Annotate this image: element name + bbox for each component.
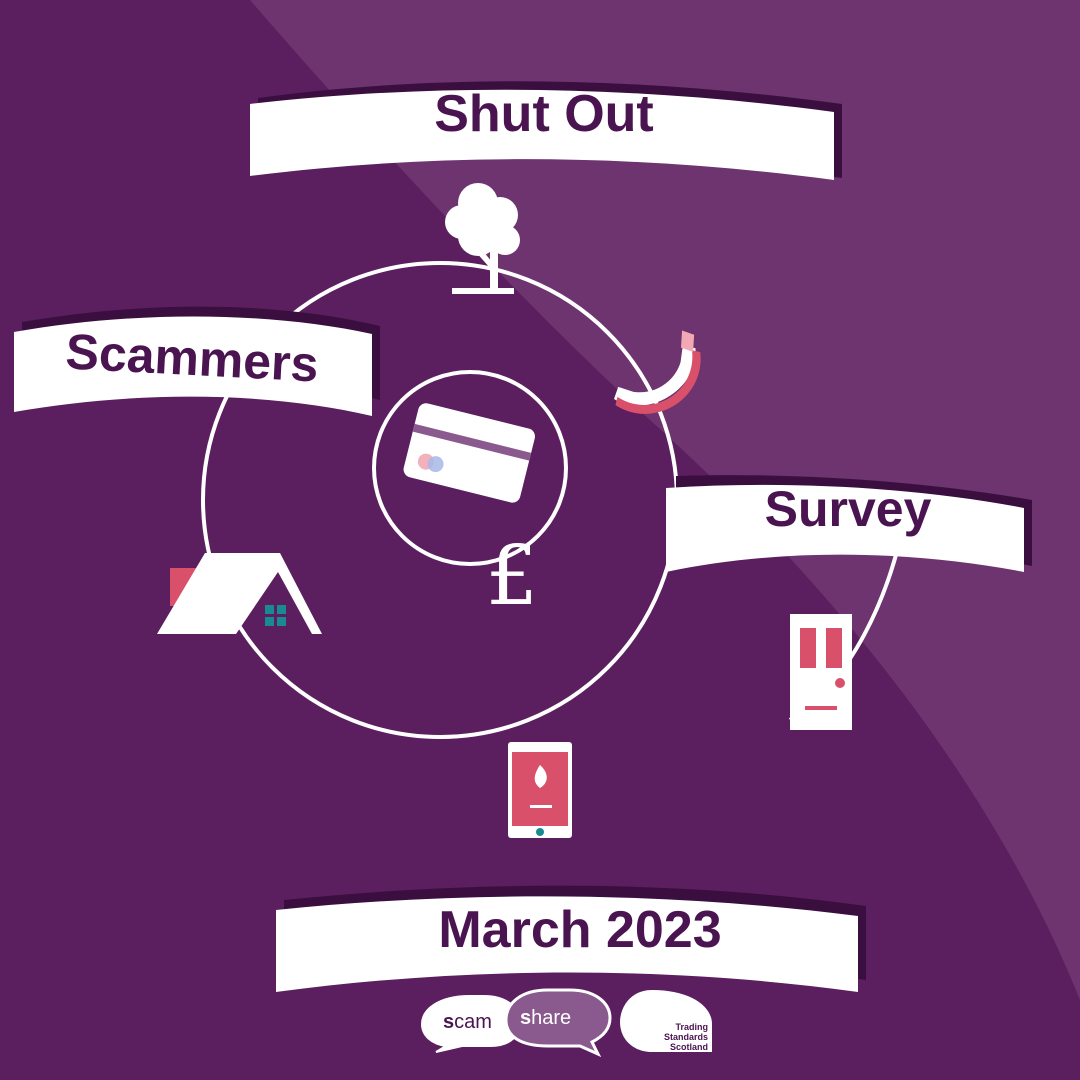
tree-icon <box>445 183 520 294</box>
door-icon <box>790 614 852 730</box>
scammers-banner: Scammers <box>14 306 380 416</box>
credit-card-icon <box>403 403 535 503</box>
trading-standards-scotland-logo: Trading Standards Scotland <box>620 990 712 1052</box>
inner-orbit-ring <box>372 370 568 566</box>
ts-line-3: Scotland <box>670 1042 708 1052</box>
survey-label: Survey <box>765 481 932 537</box>
date-banner: March 2023 <box>276 885 866 992</box>
ts-line-1: Trading <box>675 1022 708 1032</box>
pound-sign-icon: £ <box>486 529 538 624</box>
shut-out-banner: Shut Out <box>250 81 842 180</box>
house-roof-icon <box>157 553 322 634</box>
ts-line-2: Standards <box>664 1032 708 1042</box>
phone-handset-icon <box>613 330 701 414</box>
background-light-sweep <box>250 0 1080 1000</box>
scammers-label: Scammers <box>64 323 320 392</box>
share-word: share <box>520 1007 571 1029</box>
scam-word: scam <box>443 1011 492 1033</box>
date-label: March 2023 <box>438 901 721 959</box>
scamshare-logo: scam share <box>420 988 612 1058</box>
survey-banner: Survey <box>666 475 1032 572</box>
shut-out-label: Shut Out <box>434 85 654 143</box>
boiler-icon <box>508 742 572 838</box>
